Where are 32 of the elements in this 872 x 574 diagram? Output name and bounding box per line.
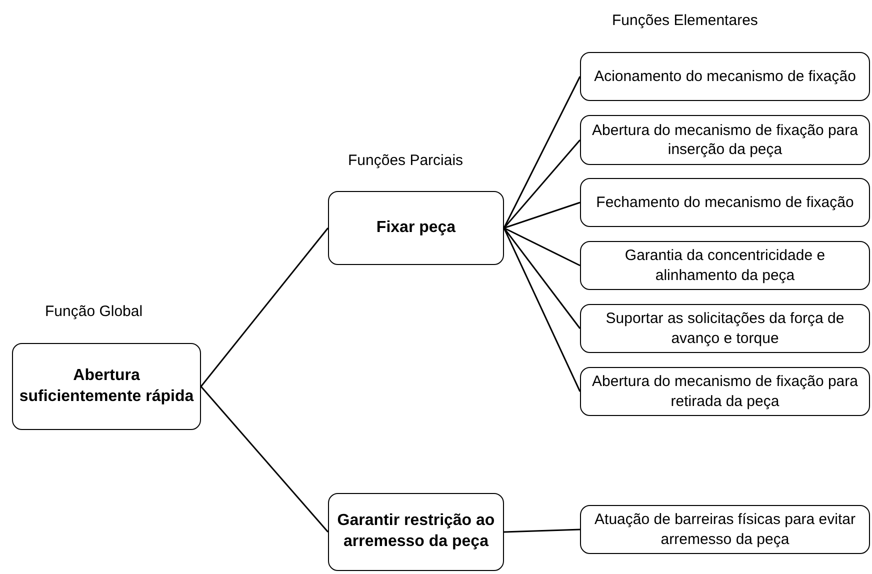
function-text: Acionamento do mecanismo de fixação	[594, 66, 856, 86]
function-box	[580, 367, 870, 416]
connector-line	[504, 227, 580, 266]
connector-line	[503, 228, 581, 392]
function-box	[580, 52, 870, 101]
function-text: Fechamento do mecanismo de fixação	[596, 192, 854, 212]
function-box	[12, 343, 201, 430]
connector-line	[503, 76, 581, 228]
function-text: Abertura do mecanismo de fixação para inserção da peça	[591, 120, 859, 160]
function-text: Atuação de barreiras físicas para evitar arremesso da peça	[594, 510, 856, 549]
function-text: Fixar peça	[376, 218, 456, 238]
function-text: Garantia da concentricidade e alinhamento da peça	[624, 246, 826, 285]
level-heading: Funções Parciais	[348, 152, 464, 169]
connector-line	[503, 228, 581, 329]
function-box	[580, 178, 870, 227]
function-box	[580, 115, 870, 165]
function-box	[328, 493, 504, 571]
function-text: Abertura do mecanismo de fixação para retirada da peça	[591, 372, 859, 411]
level-heading: Função Global	[45, 303, 143, 320]
connector-line	[503, 140, 581, 228]
level-heading: Funções Elementares	[612, 12, 758, 29]
function-box	[328, 191, 504, 265]
function-text: Suportar as solicitações da força de avanço e torque	[604, 309, 846, 348]
function-box	[580, 505, 870, 554]
connector-line	[504, 528, 580, 533]
function-box	[580, 241, 870, 290]
function-text: Garantir restrição ao arremesso da peça	[336, 511, 496, 552]
function-box	[580, 304, 870, 353]
connector-line	[504, 202, 580, 229]
connector-line	[200, 386, 329, 532]
function-text: Abertura suficientemente rápida	[19, 366, 194, 406]
connector-line	[200, 228, 329, 387]
